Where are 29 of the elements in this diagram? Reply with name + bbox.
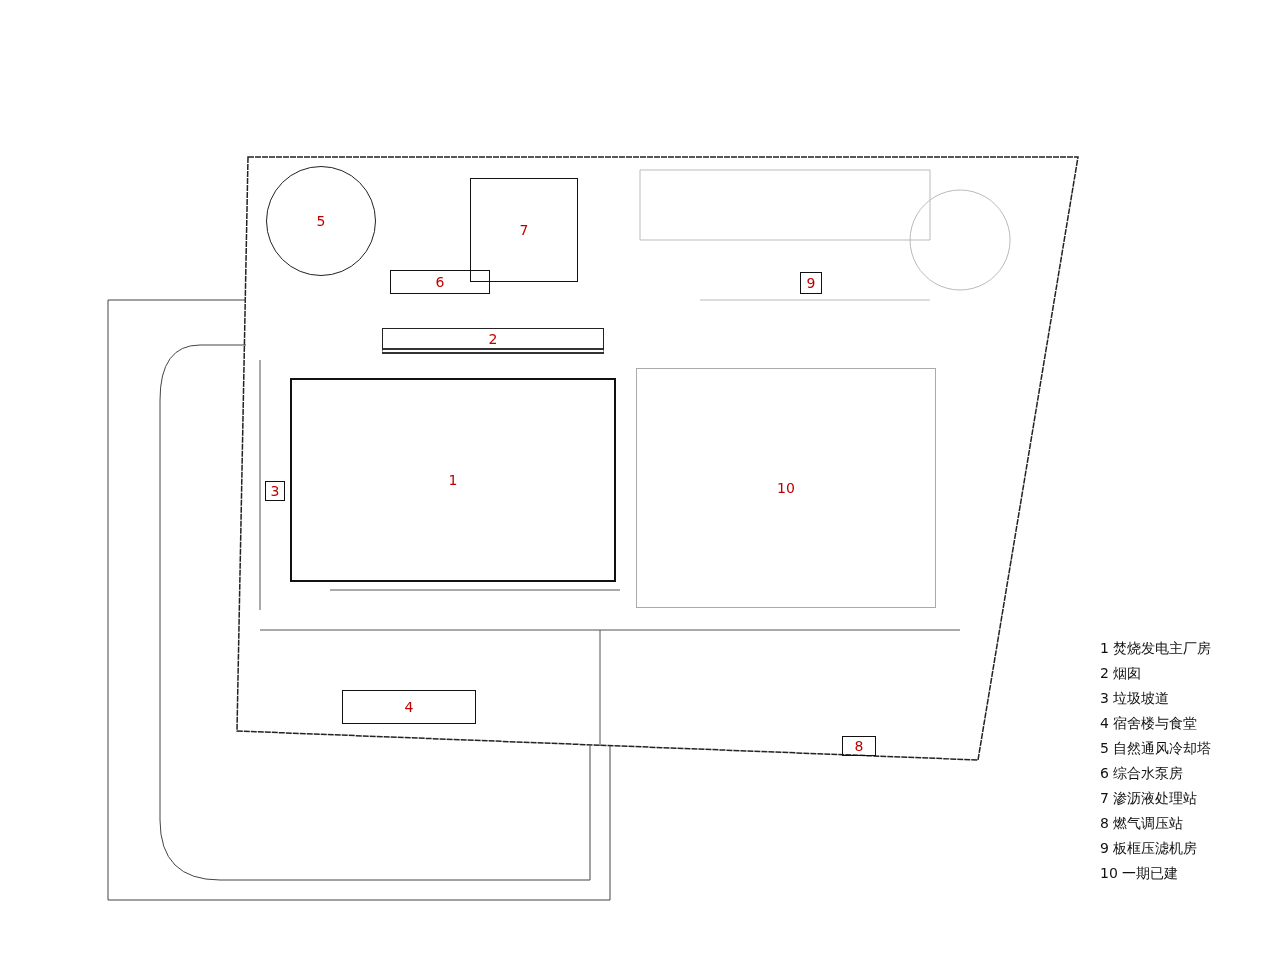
building-number: 4 [404,700,414,714]
building-number: 9 [806,276,816,290]
legend-entry: 6 综合水泵房 [1100,765,1184,783]
building-number: 10 [777,481,795,495]
legend-entry: 9 板框压滤机房 [1100,840,1198,858]
building-outline [800,272,822,294]
building-outline [470,178,578,282]
building-number: 2 [488,331,498,346]
legend-entry: 10 一期已建 [1100,865,1179,883]
building-number: 3 [270,484,280,498]
legend-entry: 4 宿舍楼与食堂 [1100,715,1198,733]
legend-entry: 8 燃气调压站 [1100,815,1184,833]
existing-plant-outline [636,368,936,608]
building-outline [265,481,285,501]
building-number: 6 [435,275,445,289]
legend-entry: 7 渗沥液处理站 [1100,790,1198,808]
chimney-band [382,328,604,354]
building-outline [390,270,490,294]
building-outline [842,736,876,756]
building-outline [290,378,616,582]
legend-entry: 3 垃圾坡道 [1100,690,1170,708]
building-number: 5 [316,214,326,228]
legend-entry: 2 烟囱 [1100,665,1142,683]
legend-entry: 5 自然通风冷却塔 [1100,740,1212,758]
building-number: 1 [448,473,458,487]
building-number: 8 [854,739,864,753]
building-outline [342,690,476,724]
legend-entry: 1 焚烧发电主厂房 [1100,640,1212,658]
building-number: 7 [519,223,529,237]
